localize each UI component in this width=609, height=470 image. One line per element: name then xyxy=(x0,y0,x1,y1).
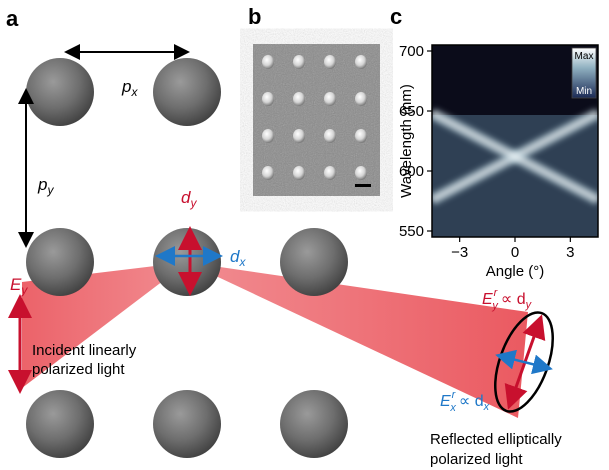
x-tick-label: −3 xyxy=(451,244,468,261)
particle-r2c1 xyxy=(26,228,94,296)
dispersion-band xyxy=(432,112,598,202)
x-tick-label: 0 xyxy=(511,244,519,261)
sem-image xyxy=(253,44,380,196)
dy-label: dy xyxy=(181,188,197,210)
sem-particle xyxy=(355,55,367,69)
particle-array xyxy=(26,58,348,458)
py-label: py xyxy=(37,175,54,197)
particle-r3c2 xyxy=(153,390,221,458)
sem-particle xyxy=(262,129,274,143)
dx-label: dx xyxy=(230,247,246,269)
sem-particle xyxy=(262,92,274,106)
heatmap-axes: −3 0 3 700 650 600 550 xyxy=(399,43,575,261)
scale-bar xyxy=(355,184,371,187)
sem-particle xyxy=(293,55,305,69)
x-tick-label: 3 xyxy=(566,244,574,261)
colorbar-max-label: Max xyxy=(575,51,594,62)
reflected-label-line2: polarized light xyxy=(430,451,523,468)
particle-r2c3 xyxy=(280,228,348,296)
sem-particle xyxy=(355,129,367,143)
reflected-beam xyxy=(186,262,528,418)
reflected-label-line1: Reflected elliptically xyxy=(430,431,562,448)
particle-r1c2 xyxy=(153,58,221,126)
y-axis-label: Wavelength (nm) xyxy=(398,84,415,198)
sem-particle xyxy=(324,55,336,69)
particle-r1c1 xyxy=(26,58,94,126)
y-tick-label: 700 xyxy=(399,43,424,60)
colorbar-min-label: Min xyxy=(576,86,592,97)
y-tick-label: 600 xyxy=(399,163,424,180)
sem-particle xyxy=(262,55,274,69)
sem-particles xyxy=(262,55,367,180)
sem-particle xyxy=(324,166,336,180)
particle-r2c2 xyxy=(153,228,221,296)
panel-label-c: c xyxy=(390,4,402,29)
sem-particle xyxy=(262,166,274,180)
px-label: px xyxy=(121,77,138,99)
heatmap-upper-dark xyxy=(432,45,598,115)
chart-heatmap: −3 0 3 700 650 600 550 Max Min Angle (°) Wavel… xyxy=(398,43,599,280)
y-tick-label: 550 xyxy=(399,223,424,240)
colorbar xyxy=(571,47,597,99)
incident-label-line1: Incident linearly xyxy=(32,342,137,359)
heatmap-bands xyxy=(432,108,598,206)
sem-particle xyxy=(293,166,305,180)
particle-r3c1 xyxy=(26,390,94,458)
sem-particle xyxy=(355,92,367,106)
incident-label-line2: polarized light xyxy=(32,361,125,378)
sem-particle xyxy=(355,166,367,180)
panel-label-a: a xyxy=(6,6,19,31)
ey-label: Ey xyxy=(10,275,28,297)
panel-label-b: b xyxy=(248,4,261,29)
sem-particle xyxy=(324,92,336,106)
particle-r3c3 xyxy=(280,390,348,458)
sem-particle xyxy=(293,129,305,143)
exr-arrow xyxy=(495,349,553,375)
sem-particle xyxy=(324,129,336,143)
y-tick-label: 650 xyxy=(399,103,424,120)
x-axis-label: Angle (°) xyxy=(486,263,545,280)
sem-particle xyxy=(293,92,305,106)
